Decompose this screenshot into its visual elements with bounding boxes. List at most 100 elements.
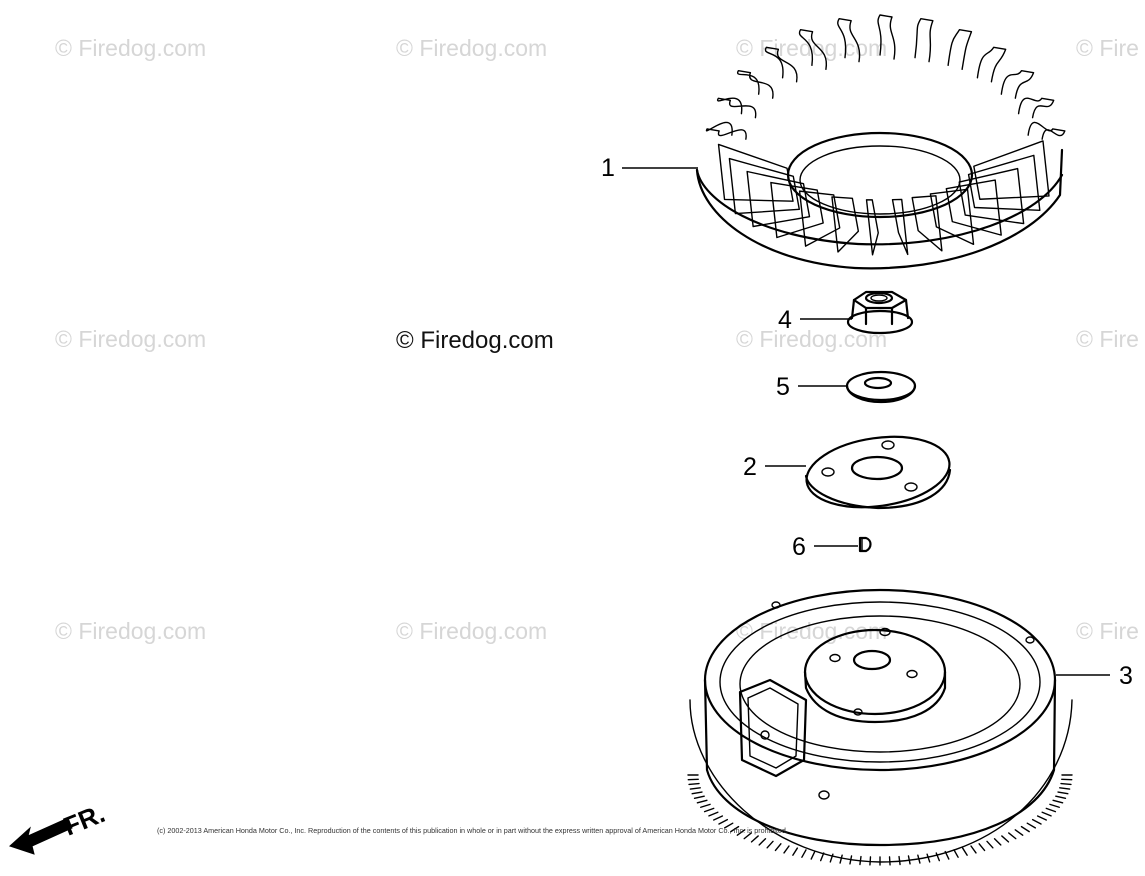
fan-blade bbox=[798, 29, 827, 71]
gear-tooth bbox=[907, 855, 911, 865]
direction-label: FR. bbox=[59, 798, 109, 842]
watermark: © Fire bbox=[1076, 35, 1139, 61]
fan-blade bbox=[958, 167, 1025, 225]
fan-blade bbox=[914, 18, 934, 63]
fan-blade bbox=[877, 14, 896, 60]
gear-tooth bbox=[1001, 835, 1010, 843]
watermark: © Firedog.com bbox=[55, 35, 206, 61]
callout-number: 6 bbox=[792, 533, 806, 561]
gear-tooth bbox=[1055, 795, 1067, 799]
gear-tooth bbox=[970, 845, 977, 854]
gear-tooth bbox=[1041, 811, 1052, 817]
fan-blade bbox=[911, 195, 943, 252]
gear-tooth bbox=[700, 803, 711, 808]
gear-tooth bbox=[708, 811, 719, 817]
gear-tooth bbox=[1059, 787, 1071, 790]
watermark: © Fire bbox=[1076, 326, 1139, 352]
gear-tooth bbox=[810, 850, 816, 860]
fan-blade bbox=[736, 69, 774, 99]
callout-3: 3 bbox=[1056, 662, 1133, 690]
gear-tooth bbox=[1014, 829, 1024, 836]
gear-tooth bbox=[986, 840, 994, 849]
watermark: © Fire bbox=[1076, 618, 1139, 644]
fan-blade bbox=[1017, 97, 1055, 119]
woodruff-key-drawing bbox=[858, 536, 872, 553]
gear-tooth bbox=[935, 852, 941, 862]
fan-blade bbox=[929, 188, 975, 246]
gear-tooth bbox=[944, 850, 950, 860]
watermark-layer: © Firedog.com © Firedog.com © Firedog.co… bbox=[55, 35, 1139, 644]
fan-blade bbox=[973, 140, 1050, 200]
gear-tooth bbox=[1052, 799, 1064, 804]
gear-tooth bbox=[1036, 815, 1047, 821]
center-watermark: © Firedog.com bbox=[396, 327, 554, 354]
fan-blade bbox=[764, 46, 798, 83]
gear-tooth bbox=[792, 847, 799, 856]
fan-plate-drawing bbox=[804, 435, 952, 510]
callout-number: 4 bbox=[778, 306, 792, 334]
gear-tooth bbox=[1026, 822, 1037, 829]
direction-marker: FR. bbox=[9, 798, 109, 855]
copyright-notice: (c) 2002-2013 American Honda Motor Co., … bbox=[157, 826, 788, 835]
fan-blade bbox=[947, 29, 973, 71]
callout-2: 2 bbox=[743, 453, 806, 481]
gear-tooth bbox=[689, 787, 701, 790]
callout-5: 5 bbox=[776, 373, 847, 401]
flywheel-drawing bbox=[687, 588, 1073, 866]
watermark: © Firedog.com bbox=[55, 326, 206, 352]
callout-4: 4 bbox=[778, 306, 852, 334]
fan-blade bbox=[891, 198, 909, 256]
gear-tooth bbox=[703, 807, 715, 813]
gear-tooth bbox=[774, 843, 782, 852]
gear-tooth bbox=[688, 782, 700, 786]
gear-tooth bbox=[1049, 803, 1060, 808]
arrow-icon bbox=[9, 817, 73, 855]
gear-tooth bbox=[1031, 818, 1042, 825]
gear-tooth bbox=[693, 795, 705, 799]
callout-number: 1 bbox=[601, 154, 615, 182]
gear-tooth bbox=[766, 840, 774, 849]
fan-blade bbox=[716, 97, 757, 119]
gear-tooth bbox=[783, 845, 790, 854]
watermark: © Firedog.com bbox=[55, 618, 206, 644]
gear-tooth bbox=[801, 849, 807, 858]
flange-nut-drawing bbox=[846, 290, 914, 335]
gear-tooth bbox=[869, 856, 872, 866]
callout-6: 6 bbox=[792, 533, 858, 561]
gear-tooth bbox=[758, 838, 767, 846]
fan-blade bbox=[728, 157, 800, 215]
fan-blade bbox=[798, 190, 841, 247]
fan-blade bbox=[976, 46, 1007, 83]
fan-blade bbox=[1000, 69, 1035, 99]
watermark: © Firedog.com bbox=[396, 618, 547, 644]
gear-tooth bbox=[953, 849, 959, 858]
fan-blade bbox=[831, 196, 860, 253]
gear-tooth bbox=[829, 853, 834, 863]
fan-blade bbox=[865, 199, 879, 256]
gear-tooth bbox=[718, 818, 729, 825]
gear-tooth bbox=[713, 815, 724, 821]
gear-tooth bbox=[696, 799, 708, 804]
gear-tooth bbox=[961, 847, 968, 856]
gear-tooth bbox=[888, 856, 891, 866]
gear-tooth bbox=[691, 791, 703, 795]
fan-blade bbox=[746, 170, 811, 228]
gear-tooth bbox=[849, 855, 853, 865]
gear-tooth bbox=[1020, 825, 1030, 833]
gear-tooth bbox=[1007, 832, 1017, 840]
gear-tooth bbox=[1060, 782, 1072, 786]
gear-tooth bbox=[723, 822, 734, 829]
gear-tooth bbox=[1045, 807, 1057, 813]
callout-number: 5 bbox=[776, 373, 790, 401]
washer-drawing bbox=[845, 370, 917, 404]
fan-blade bbox=[837, 18, 861, 63]
gear-tooth bbox=[730, 825, 740, 833]
gear-tooth bbox=[736, 829, 746, 836]
fan-blade bbox=[770, 181, 824, 239]
gear-tooth bbox=[743, 832, 753, 840]
gear-tooth bbox=[819, 852, 825, 862]
watermark: © Firedog.com bbox=[396, 35, 547, 61]
fan-blade bbox=[967, 154, 1041, 212]
fan-blade bbox=[1027, 121, 1066, 140]
gear-tooth bbox=[859, 855, 862, 866]
